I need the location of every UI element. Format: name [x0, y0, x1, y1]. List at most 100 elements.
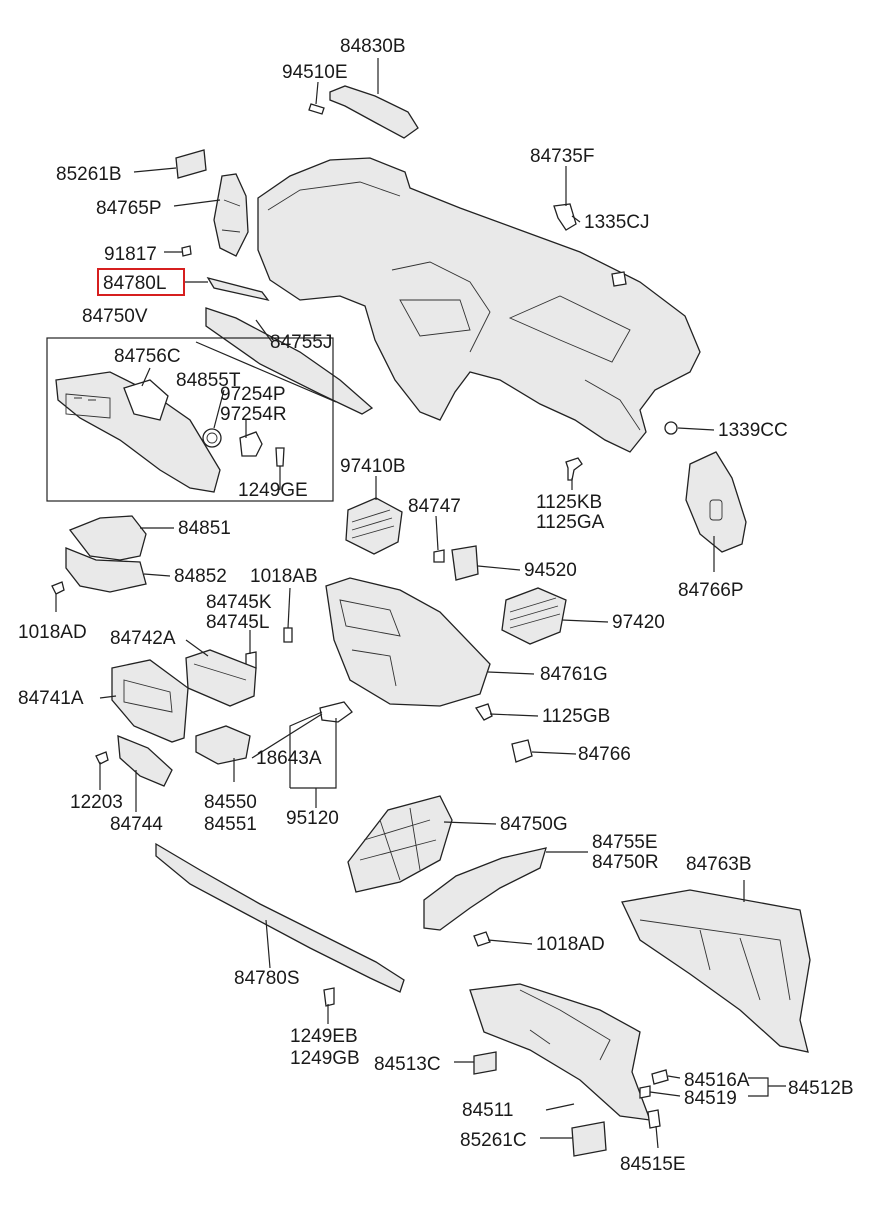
- label-91817[interactable]: 91817: [104, 244, 157, 265]
- label-84745L[interactable]: 84745L: [206, 612, 269, 633]
- part-85261B: [175, 149, 207, 179]
- part-1018AD-a: [51, 581, 65, 595]
- part-84516A: [651, 1069, 669, 1085]
- label-95120[interactable]: 95120: [286, 808, 339, 829]
- part-84519: [639, 1085, 651, 1099]
- part-85261C: [571, 1121, 607, 1157]
- label-84741A[interactable]: 84741A: [18, 688, 84, 709]
- part-94510E: [308, 103, 325, 115]
- part-drawings: [51, 85, 811, 1157]
- part-97254P: [239, 431, 263, 457]
- label-1339CC[interactable]: 1339CC: [718, 420, 788, 441]
- label-12203[interactable]: 12203: [70, 792, 123, 813]
- part-1335CJ: [611, 271, 627, 287]
- part-97420: [501, 587, 567, 645]
- part-84755E: [423, 847, 547, 931]
- label-84755E[interactable]: 84755E: [592, 832, 658, 853]
- part-84780S: [155, 842, 405, 993]
- part-84755J: [205, 307, 374, 415]
- label-84516A[interactable]: 84516A: [684, 1070, 750, 1091]
- part-84513C: [473, 1051, 497, 1075]
- part-84741A: [111, 659, 189, 743]
- label-84763B[interactable]: 84763B: [686, 854, 752, 875]
- label-84851[interactable]: 84851: [178, 518, 231, 539]
- label-84780S[interactable]: 84780S: [234, 968, 300, 989]
- label-84761G[interactable]: 84761G: [540, 664, 608, 685]
- part-91817: [181, 245, 192, 257]
- label-84780L[interactable]: 84780L: [103, 273, 166, 294]
- part-84763B: [621, 889, 811, 1053]
- label-94520[interactable]: 94520: [524, 560, 577, 581]
- label-84750G[interactable]: 84750G: [500, 814, 568, 835]
- part-84756C: [123, 379, 169, 421]
- label-84735F[interactable]: 84735F: [530, 146, 594, 167]
- label-97420[interactable]: 97420: [612, 612, 665, 633]
- label-97254R[interactable]: 97254R: [220, 404, 287, 425]
- label-84550[interactable]: 84550: [204, 792, 257, 813]
- label-1018AD-b[interactable]: 1018AD: [536, 934, 605, 955]
- part-1018AD-b: [473, 931, 491, 947]
- label-1249GB[interactable]: 1249GB: [290, 1048, 360, 1069]
- part-1125KB: [565, 457, 583, 481]
- part-84744: [117, 735, 173, 787]
- part-1249GE: [275, 447, 285, 467]
- label-1249EB[interactable]: 1249EB: [290, 1026, 358, 1047]
- label-94510E[interactable]: 94510E: [282, 62, 348, 83]
- part-84515E: [647, 1109, 661, 1129]
- label-84750R[interactable]: 84750R: [592, 852, 659, 873]
- label-84744[interactable]: 84744: [110, 814, 163, 835]
- part-1249EB: [323, 987, 335, 1007]
- label-84755J[interactable]: 84755J: [270, 332, 332, 353]
- part-84550: [195, 725, 251, 765]
- label-84747[interactable]: 84747: [408, 496, 461, 517]
- label-84513C[interactable]: 84513C: [374, 1054, 441, 1075]
- part-94520: [451, 545, 479, 581]
- label-1125KB[interactable]: 1125KB: [536, 492, 602, 513]
- part-84765P: [213, 173, 249, 257]
- label-97410B[interactable]: 97410B: [340, 456, 406, 477]
- label-84766[interactable]: 84766: [578, 744, 631, 765]
- label-84855T[interactable]: 84855T: [176, 370, 241, 391]
- label-18643A[interactable]: 18643A: [256, 748, 322, 769]
- label-84519[interactable]: 84519: [684, 1088, 737, 1109]
- label-84512B[interactable]: 84512B: [788, 1078, 854, 1099]
- group-box-84750V: [46, 337, 334, 502]
- label-84830B[interactable]: 84830B: [340, 36, 406, 57]
- label-85261C[interactable]: 85261C: [460, 1130, 527, 1151]
- label-1018AB[interactable]: 1018AB: [250, 566, 318, 587]
- label-1125GA[interactable]: 1125GA: [536, 512, 605, 533]
- label-84766P[interactable]: 84766P: [678, 580, 744, 601]
- label-1018AD-a[interactable]: 1018AD: [18, 622, 87, 643]
- label-84750V[interactable]: 84750V: [82, 306, 148, 327]
- label-97254P[interactable]: 97254P: [220, 384, 286, 405]
- label-1249GE[interactable]: 1249GE: [238, 480, 308, 501]
- label-1125GB[interactable]: 1125GB: [542, 706, 610, 727]
- part-1339CC: [664, 421, 678, 435]
- label-84742A[interactable]: 84742A: [110, 628, 176, 649]
- part-84851: [68, 515, 147, 561]
- label-84511[interactable]: 84511: [462, 1100, 513, 1121]
- label-84745K[interactable]: 84745K: [206, 592, 272, 613]
- part-84747: [433, 549, 445, 563]
- part-84780L: [206, 276, 270, 302]
- part-12203: [95, 751, 109, 765]
- part-84761G: [325, 577, 491, 707]
- part-84855T: [202, 428, 222, 448]
- part-84830B: [329, 85, 419, 139]
- label-1335CJ[interactable]: 1335CJ: [584, 212, 650, 233]
- label-84852[interactable]: 84852: [174, 566, 227, 587]
- label-84756C[interactable]: 84756C: [114, 346, 181, 367]
- highlight-box-84780L: [97, 268, 185, 296]
- part-1125GB: [474, 703, 493, 721]
- part-84735F: [553, 203, 577, 231]
- part-84852: [65, 547, 147, 593]
- label-84551[interactable]: 84551: [204, 814, 257, 835]
- part-labels: 84830B 94510E 85261B 84765P 91817 84780L…: [18, 36, 854, 1175]
- label-85261B[interactable]: 85261B: [56, 164, 122, 185]
- part-main-dashboard: [257, 157, 701, 453]
- part-1018AB: [283, 627, 293, 643]
- label-84515E[interactable]: 84515E: [620, 1154, 686, 1175]
- part-18643A: [319, 701, 353, 723]
- label-84765P[interactable]: 84765P: [96, 198, 162, 219]
